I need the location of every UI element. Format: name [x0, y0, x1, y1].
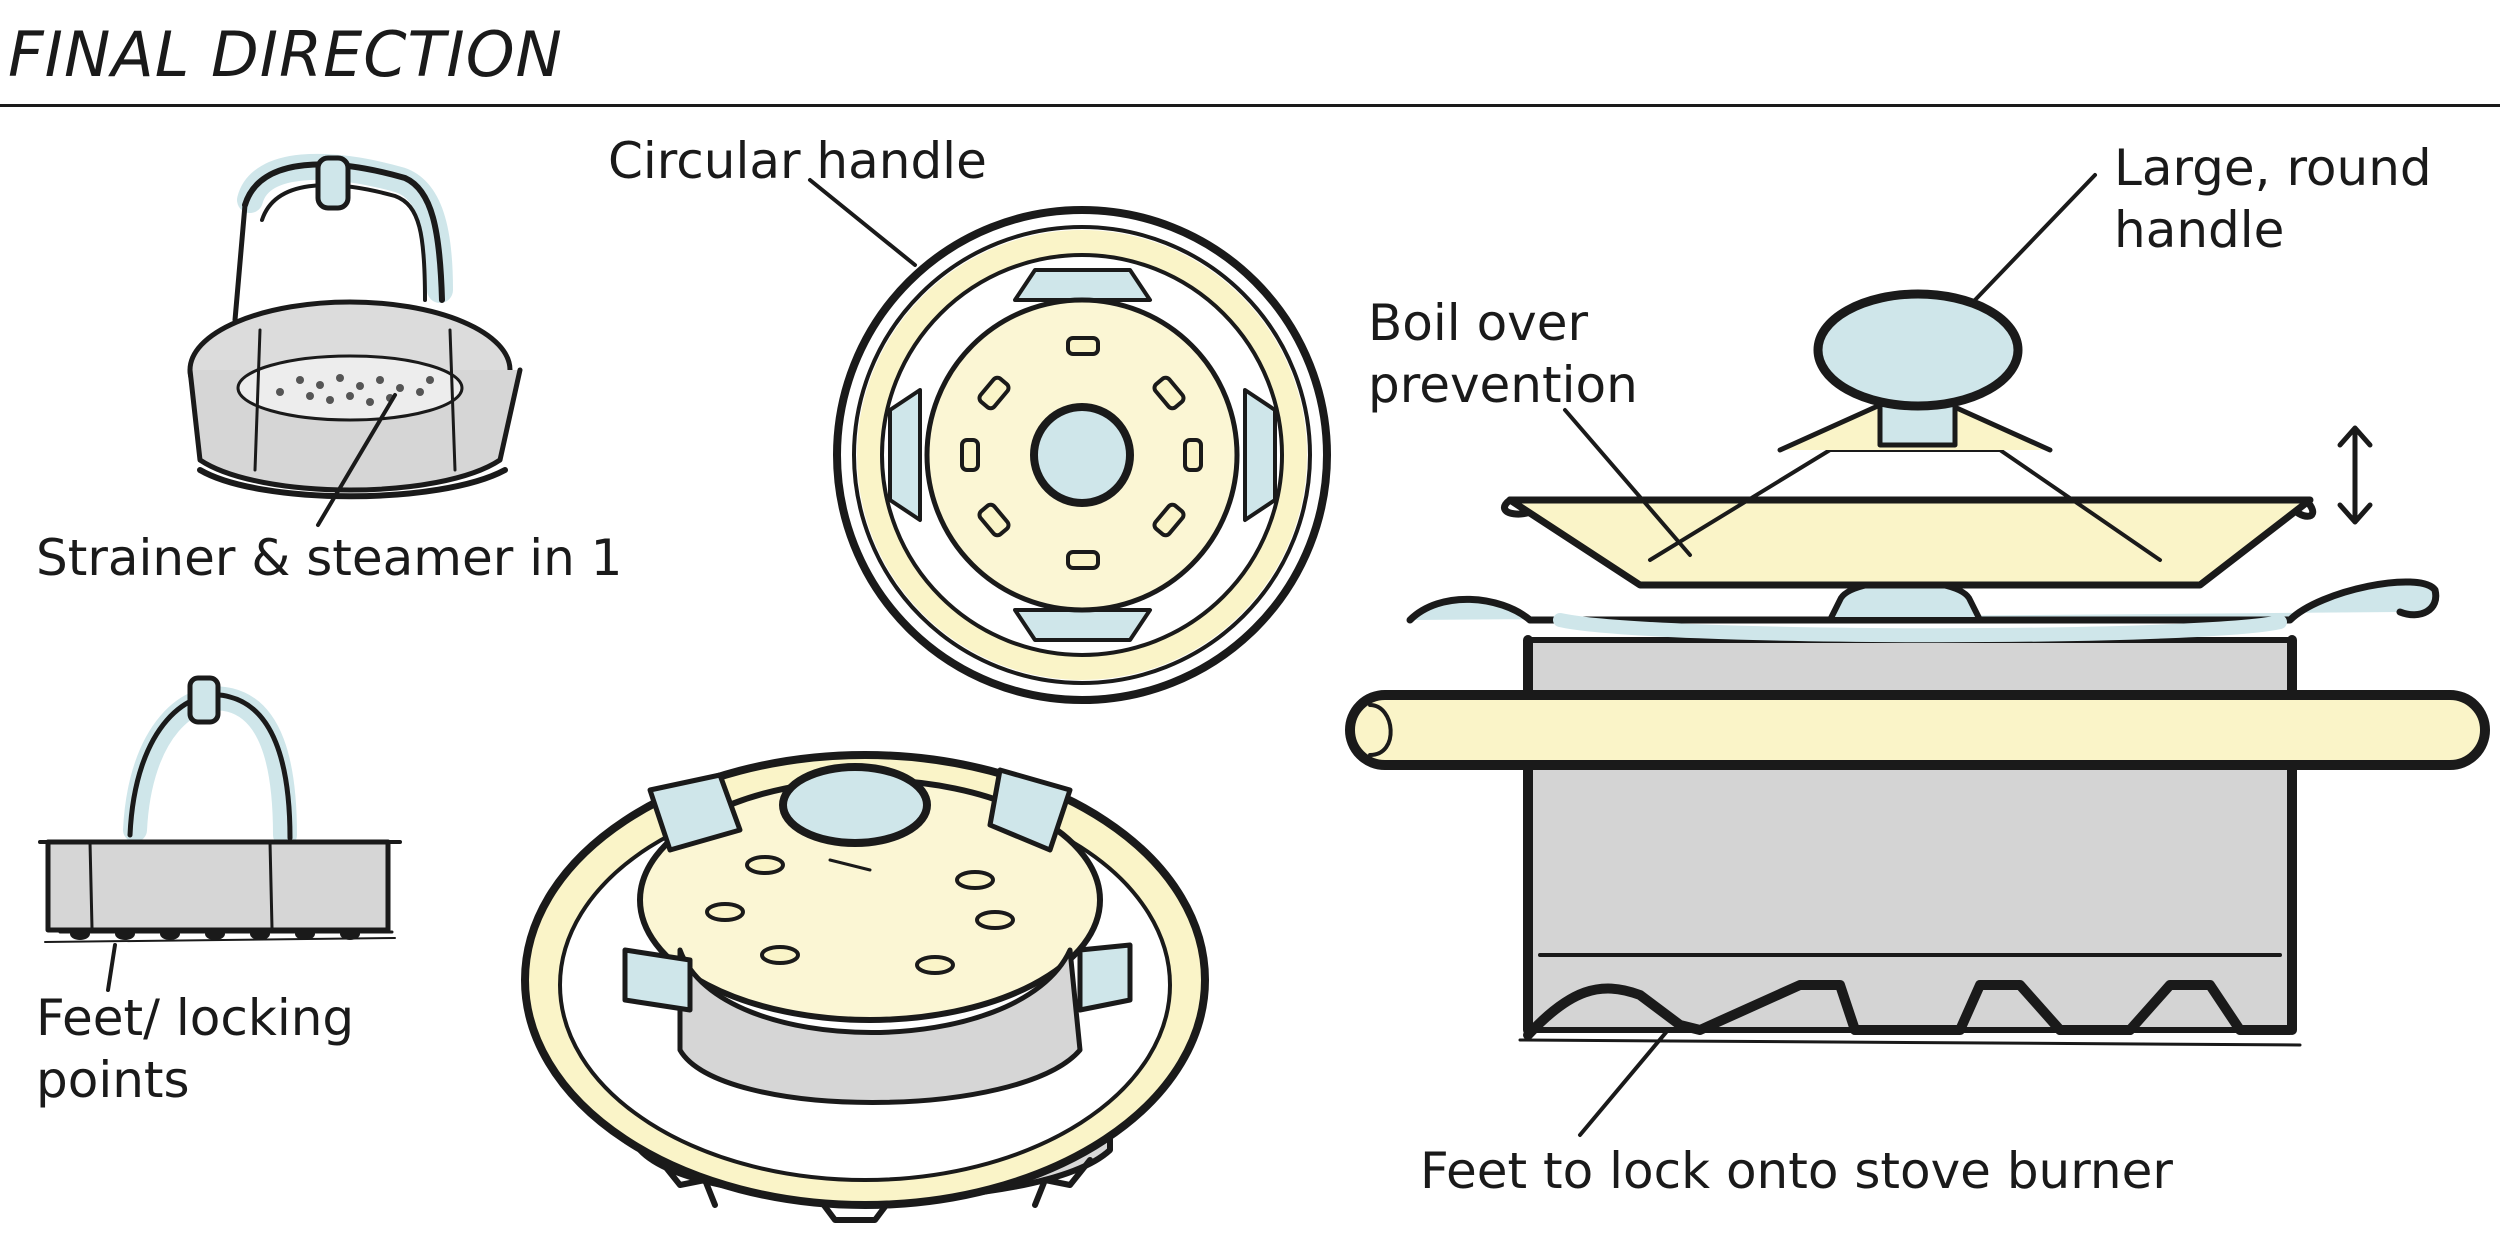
label-boil-over-prevention: Boil over prevention: [1368, 294, 1638, 414]
label-feet-stove-burner: Feet to lock onto stove burner: [1420, 1142, 2173, 1200]
title-divider: [0, 104, 2500, 107]
page-title: FINAL DIRECTION: [8, 18, 563, 91]
basket-side-sketch: [38, 675, 402, 992]
strainer-basket-sketch: [187, 153, 523, 527]
pot-front-sketch: [1345, 173, 2490, 1137]
label-feet-locking-points: Feet/ locking points: [36, 989, 355, 1109]
label-circular-handle: Circular handle: [608, 132, 987, 190]
perspective-view-sketch: [521, 751, 1209, 1223]
top-view-sketch: [808, 178, 1331, 704]
label-strainer-steamer: Strainer & steamer in 1: [36, 529, 623, 587]
label-large-round-handle: Large, round handle: [2114, 139, 2432, 259]
